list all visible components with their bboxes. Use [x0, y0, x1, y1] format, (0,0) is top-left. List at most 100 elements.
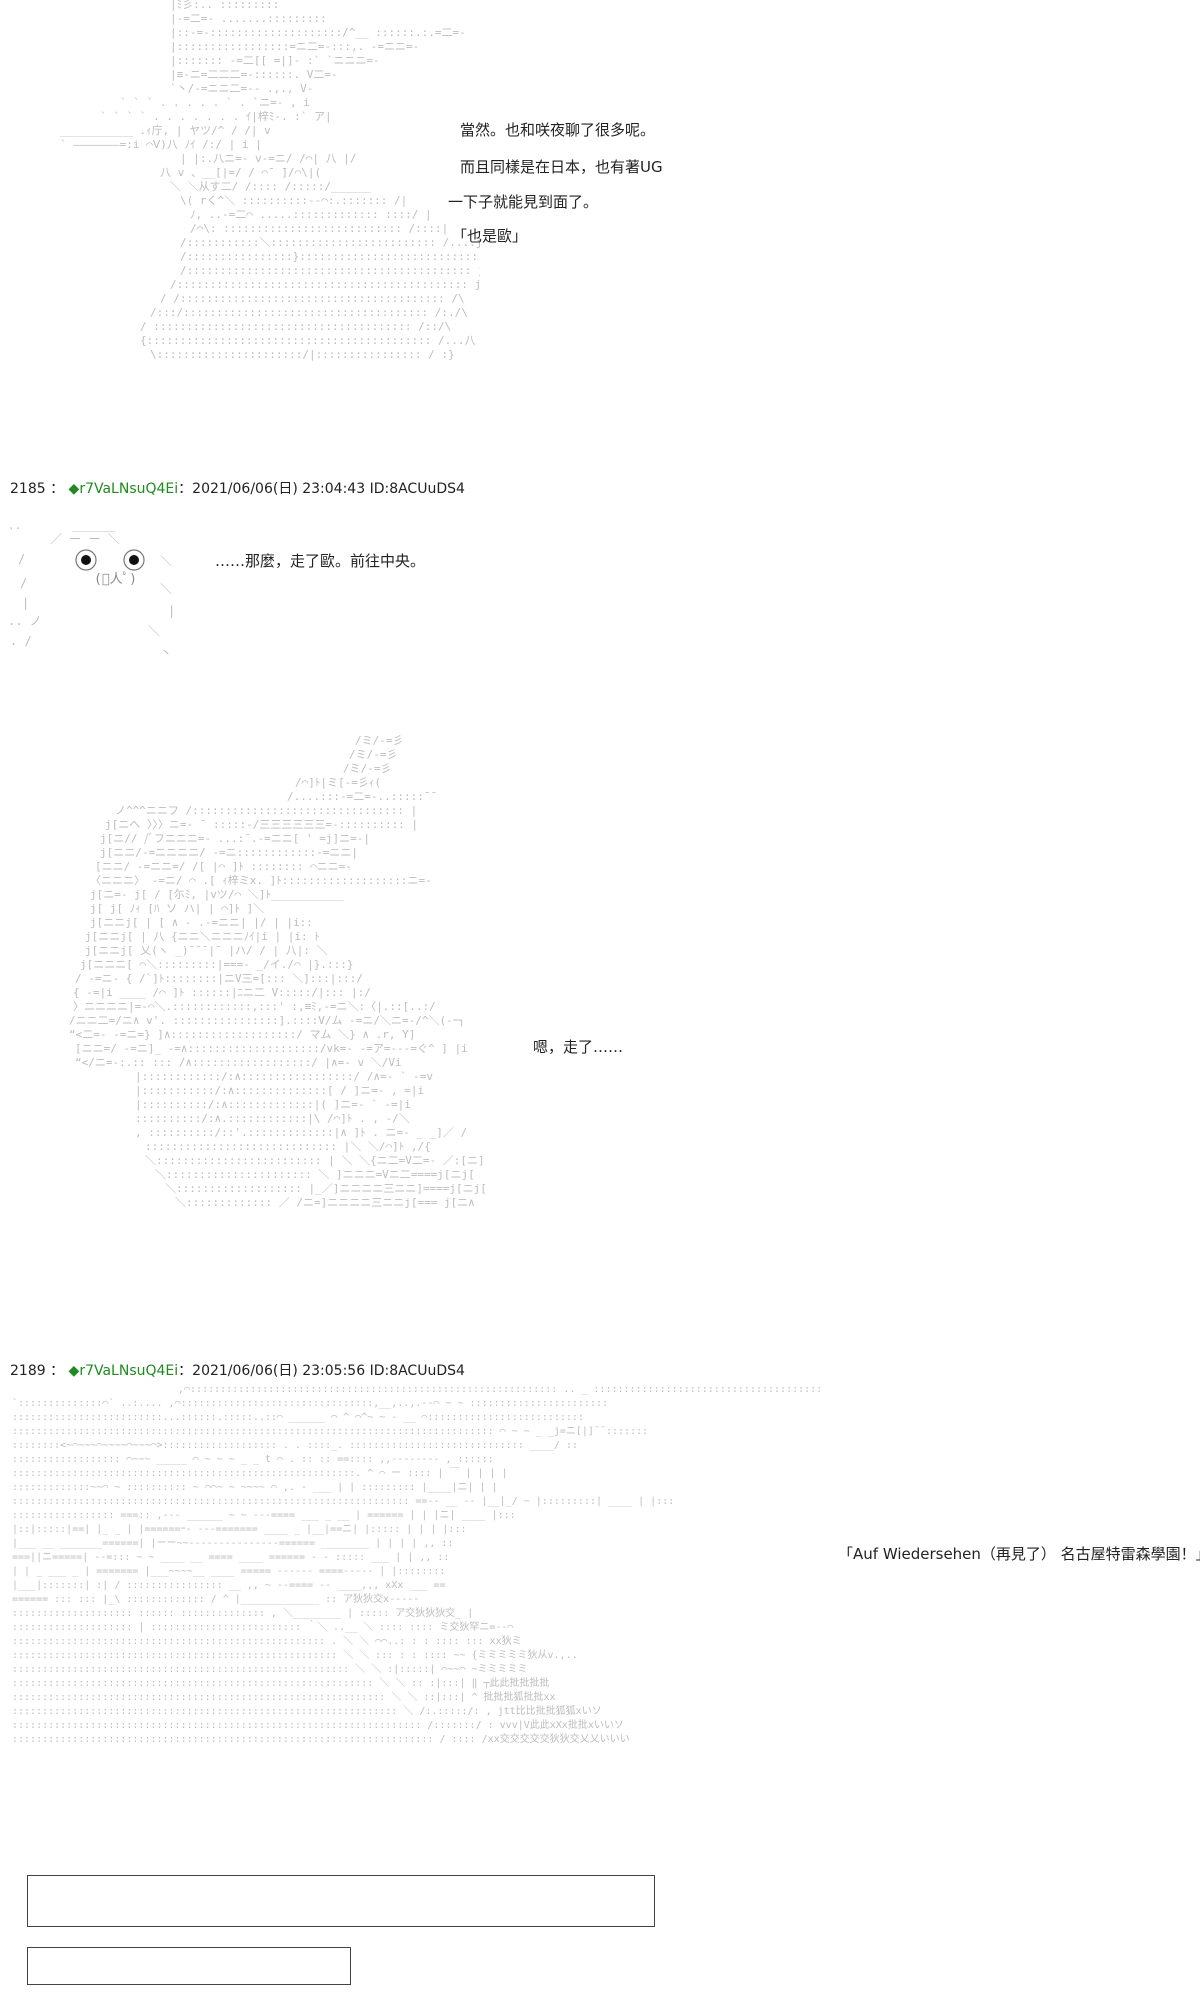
dialogue-line: 當然。也和咲夜聊了很多呢。 [460, 121, 656, 139]
svg-text:/:::::::::::::::::::::::::::::: /:::::::::::::::::::::::::::::::::::::::… [170, 278, 480, 291]
post-author[interactable]: r7VaLNsuQ4Ei [79, 1363, 179, 1379]
svg-text:|:::::::::::::::::=ニ二=-:::,. -: |:::::::::::::::::=ニ二=-:::,. -=ニニ=- [170, 40, 419, 53]
svg-text:／ ー ー ＼: ／ ー ー ＼ [50, 532, 120, 546]
svg-text:j[ニヘ 〉〉〉ニ=- ¯ :::::-/三三三三三三=-: j[ニヘ 〉〉〉ニ=- ¯ :::::-/三三三三三三=-:::::::::: … [105, 818, 418, 831]
svg-text:＼: ＼ [160, 554, 172, 568]
svg-text:|::::::::::::/:∧::::::::::::::: |::::::::::::/:∧:::::::::::::::::/ /∧=- … [135, 1070, 433, 1083]
svg-text:|: | [22, 596, 29, 610]
svg-text:::::::::::/:∧.::::::::::::|\: ::::::::::/:∧.::::::::::::|\ /⌒]ﾄ . , -/… [135, 1112, 410, 1125]
svg-text:(ﾟ人ﾟ): (ﾟ人ﾟ) [94, 572, 137, 587]
dialogue-line: 「也是歐」 [452, 227, 528, 245]
trip-diamond-icon: ◆ [68, 1363, 80, 1379]
svg-text:j[ニ=- j[ / [尓ﾐ, |vツ/⌒ ＼: j[ニ=- j[ / [尓ﾐ, |vツ/⌒ ＼]ﾄ___________ [90, 887, 344, 901]
svg-text:/ ::::::::::::::::::::::::::::: / ::::::::::::::::::::::::::::::::::::::… [140, 320, 451, 333]
post-datetime-id: ：2021/06/06(日) 23:05:56 ID:8ACUuDS4 [178, 1363, 465, 1379]
svg-text:/....:::-=二=-..:::::¯¯: /....:::-=二=-..:::::¯¯ [287, 790, 437, 803]
svg-text:/ミ/-=彡: /ミ/-=彡 [355, 734, 404, 747]
svg-text:::::::::::::::::::::::::::::::: ::::::::::::::::::::::::::::::::::::::::… [12, 1690, 556, 1703]
dialogue-line: ……那麼，走了歐。前往中央。 [215, 552, 426, 570]
svg-text:＼::::::::::::::::::: |_／]ニニニニ: ＼::::::::::::::::::: |_／]ニニニニ三ニニ]====j[ニ… [165, 1182, 487, 1195]
svg-text:＼:::::::::::::::::::::: ＼ ]ニ: ＼:::::::::::::::::::::: ＼ ]ニニニ=Vニ二====j[… [155, 1168, 475, 1181]
svg-text:/:::/:::::::::::::::::::::::::: /:::/:::::::::::::::::::::::::::::::::::… [150, 306, 468, 319]
svg-text:___________ .ｨ庁, | ヤツ/^ / /|: ___________ .ｨ庁, | ヤツ/^ / /| v [60, 123, 271, 137]
svg-text:| |:.八ニ=- v-=ニ/ /⌒| 八 |/: | |:.八ニ=- v-=ニ/ /⌒| 八 |/ [180, 152, 356, 165]
ascii-art-landscape: ,⌒::::::::::::::::::::::::::::::::::::::… [8, 1380, 823, 1820]
post-datetime-id: ：2021/06/06(日) 23:04:43 ID:8ACUuDS4 [178, 481, 465, 497]
svg-text:＼ ＼从す二/ /:::: /:::::/______: ＼ ＼从す二/ /:::: /:::::/______ [170, 180, 371, 193]
svg-text:/ミ/-=彡: /ミ/-=彡 [349, 748, 398, 761]
svg-text:::::::::::::::::::::::::::::::: ::::::::::::::::::::::::::::::::::::::::… [12, 1649, 578, 1661]
svg-text:/ミ/-=彡: /ミ/-=彡 [343, 762, 392, 775]
svg-text:|___|:::::::| :| / ::::::::: |___|:::::::| :| / :::::::::::::::: __ ,… [12, 1580, 445, 1591]
svg-text:::::::::::::::::::::::::::::::: ::::::::::::::::::::::::::::::::::::::::… [12, 1466, 508, 1479]
svg-text:|: | [168, 604, 175, 618]
svg-text:＼::::::::::::: ／ /ニ=]ニニニニ三ニニ: ＼::::::::::::: ／ /ニ=]ニニニニ三ニニj[=== j[ニ∧ [175, 1196, 475, 1209]
svg-text:______: ______ [72, 518, 116, 532]
dialogue-line: 而且同樣是在日本，也有著UG [460, 158, 663, 176]
post-separator: ： [50, 481, 65, 497]
post-author[interactable]: r7VaLNsuQ4Ei [79, 481, 179, 497]
svg-text:.. ノ: .. ノ [8, 614, 42, 628]
svg-text:/::::::::::::::::}::::::::::::: /::::::::::::::::}::::::::::::::::::::::… [180, 250, 480, 263]
svg-text::::::::::::::::::::::::::...::: :::::::::::::::::::::::::...::::::.:::::… [12, 1412, 584, 1423]
svg-text:::::::::::::::::::::::::::::::: ::::::::::::::::::::::::::::::::::::::::… [12, 1676, 550, 1689]
post-number: 2189 [10, 1363, 46, 1379]
svg-text:, ::::::::::/::'.:::::::::::::: , ::::::::::/::'.:::::::::::::|∧ ]ﾄ . ニ=… [135, 1126, 467, 1139]
svg-text:|-=二=- .......:::::::::: |-=二=- .......::::::::: [170, 12, 327, 25]
svg-text:|≡-ニ=二二二=-::::::. V二=-: |≡-ニ=二二二=-::::::. V二=- [170, 68, 338, 81]
svg-text:丶: 丶 [160, 646, 172, 660]
post-header-2189: 2189 ： ◆r7VaLNsuQ4Ei：2021/06/06(日) 23:05… [10, 1362, 465, 1380]
svg-text:|::::::: -=二[[ =|]- :` `ニニニ=-: |::::::: -=二[[ =|]- :` `ニニニ=- [170, 54, 380, 67]
svg-text:::::::::::::::::::::::::::::::: ::::::::::::::::::::::::::::::::::::::::… [12, 1426, 648, 1437]
svg-text:[ニニ/ -=ニニ=/ /[ |⌒ ]ﾄ :::::::: [ニニ/ -=ニニ=/ /[ |⌒ ]ﾄ :::::::: ⌒ニニ=- [95, 860, 352, 873]
svg-text:`::::::::::::::⌒` ..:.... ,⌒:: `::::::::::::::⌒` ..:.... ,⌒::::::::::::… [12, 1397, 608, 1409]
svg-text::::::::::::::~~⌒ ~ ::::::::::: :::::::::::::~~⌒ ~ :::::::::: ~ ⌒⌒~ ~ ~~… [12, 1482, 498, 1493]
svg-text:〈ニニニ〉 -=ニ/ ⌒ .[ ｨ梓ミx. ]ﾄ:::: 〈ニニニ〉 -=ニ/ ⌒ .[ ｨ梓ミx. ]ﾄ::::::::::::::::… [90, 873, 432, 887]
trip-diamond-icon: ◆ [68, 481, 80, 497]
svg-text:j[ニニj[ 乂(ヽ _)¯¯¯|¯ |ハ/ /: j[ニニj[ 乂(ヽ _)¯¯¯|¯ |ハ/ / | 八|: ＼ [85, 944, 328, 957]
svg-text:/⌒\: :::::::::::::::::::::::::: /⌒\: ::::::::::::::::::::::::::: /::::| [190, 222, 448, 235]
svg-text:\( rく^＼ ::::::::::-‐⌒:.::::::: \( rく^＼ ::::::::::-‐⌒:.::::::: /| [180, 194, 407, 207]
svg-text:〉ニニニニ|=-⌒＼.::::::::::::,:::': 〉ニニニニ|=-⌒＼.::::::::::::,:::' :,≡ﾐ,-=ニ＼:〈… [73, 1000, 436, 1013]
svg-text:/:::::::::::＼:::::::::::::::::: /:::::::::::＼::::::::::::::::::::::::: /… [180, 236, 480, 249]
ascii-art-two-characters: /ミ/-=彡 /ミ/-=彡 /ミ/-=彡 /⌒]ﾄ|ミ[-=彡ｨ( /....:… [55, 730, 565, 1345]
svg-text:|::-=-::::::::::::::::::::/^__: |::-=-::::::::::::::::::::/^__ ::::::.:.… [170, 26, 466, 39]
blank-panel-box [27, 1875, 655, 1927]
svg-text:j[ニ// /ﾞフニニニ=- ...:¯.-=ニニ[ ': j[ニ// /ﾞフニニニ=- ...:¯.-=ニニ[ ' =j]ニ=-| [100, 832, 370, 845]
svg-text:/ -=ニ- { /`]ﾄ::::::::|ニ: / -=ニ- { /`]ﾄ::::::::|ニV三=[::: ＼]:::|:::… [75, 972, 363, 985]
svg-text:{ -=|i ____ /⌒ ]ﾄ ::::::: { -=|i ____ /⌒ ]ﾄ ::::::|ﾆニ二 V:::::/|:::… [73, 986, 371, 999]
svg-text:j[ニニj[ | [ ∧ - .-=ニニ| |: j[ニニj[ | [ ∧ - .-=ニニ| |/ | |i:: [90, 916, 313, 929]
svg-text:ﾉ, ..-=二⌒ .....::::::::::::: :: ﾉ, ..-=二⌒ .....::::::::::::: ::::/ | [190, 208, 432, 221]
dialogue-line: 「Auf Wiedersehen（再見了） 名古屋特雷森學園！」 [838, 1545, 1200, 1563]
svg-text:::::::::::::::::::::::::::::::: ::::::::::::::::::::::::::::::::::::::::… [12, 1635, 522, 1647]
svg-text:::::::::<~⌒~~~⌒~~~~⌒~~~⌒>:::::: ::::::::<~⌒~~~⌒~~~~⌒~~~⌒>:::::::::::::::… [12, 1440, 578, 1451]
svg-text:` ` ` ` . . . . . . . ｲ|梓ﾐ-.: ` ` ` ` . . . . . . . ｲ|梓ﾐ-. :` ア| [100, 109, 332, 123]
svg-text::::::::::::::::::::: ::::::: :::::::::::::::::::: :::::: ::::::::::::… [12, 1606, 473, 1619]
svg-text:/: / [20, 576, 27, 590]
svg-text:..: .. [8, 519, 21, 532]
svg-text:::::::::::::::::::::::::::::::: ::::::::::::::::::::::::::::::::::::::::… [12, 1663, 528, 1675]
svg-text:|::|:::::|==| |_ _ | |====: |::|:::::|==| |_ _ | |======ｰ- ---======… [12, 1524, 467, 1535]
blank-panel-box [27, 1947, 351, 1985]
svg-text:===||ニ=====| --=::: ~ ~ ____: ===||ニ=====| --=::: ~ ~ ____ __ ==== ___… [12, 1552, 449, 1563]
ascii-art-creature: .. ______ ／ ー ー ＼ / ＼ (ﾟ人ﾟ) / ＼ | | .. ノ… [0, 515, 200, 665]
svg-text:{:::::::::::::::::::::::::::::: {:::::::::::::::::::::::::::::::::::::::… [140, 334, 476, 347]
ascii-art-lines: /ミ/-=彡 /ミ/-=彡 /ミ/-=彡 /⌒]ﾄ|ミ[-=彡ｨ( /....:… [69, 734, 487, 1209]
dialogue-line: 一下子就能見到面了。 [448, 193, 599, 211]
svg-text:` ` ` . . . . . ` . `ニ=- ,: ` ` ` . . . . . ` . `ニ=- , i [120, 96, 310, 109]
svg-text:` ―――――――=:i ⌒Ⅴ)八 ﾉｲ /:/ |: ` ―――――――=:i ⌒Ⅴ)八 ﾉｲ /:/ | i | [60, 138, 262, 151]
svg-text:::::::::::::::::::::::::::::::: ::::::::::::::::::::::::::::::::::::::::… [12, 1704, 602, 1717]
svg-text:|::::::::::/:∧:::::::::::::|(: |::::::::::/:∧:::::::::::::|( ]ニ=- ` -=|… [135, 1098, 411, 1111]
svg-text:::::::::::::::::::::::::::::::: ::::::::::::::::::::::::::::::::::::::::… [12, 1732, 630, 1745]
dialogue-line: 嗯，走了…… [533, 1038, 624, 1056]
post-separator: ： [50, 1363, 65, 1379]
svg-text:::::::::::::::::::::::::::::::: ::::::::::::::::::::::::::::::::::::::::… [12, 1496, 674, 1507]
svg-text:/ /:::::::::::::::::::::::::::: / /:::::::::::::::::::::::::::::::::::::… [160, 292, 465, 305]
svg-text:“<二=- -=ニ=} ]∧:::::::::::::: “<二=- -=ニ=} ]∧:::::::::::::::::::/ マム ＼}… [69, 1028, 415, 1041]
svg-text:＼::::::::::::::::::::::::: |: ＼::::::::::::::::::::::::: | ＼ ＼{ニ二=V二=-… [145, 1154, 485, 1167]
ascii-art-lines: .. ______ ／ ー ー ＼ / ＼ (ﾟ人ﾟ) / ＼ | | .. ノ… [8, 518, 175, 660]
svg-text:＼: ＼ [160, 582, 172, 596]
post-header-2185: 2185 ： ◆r7VaLNsuQ4Ei：2021/06/06(日) 23:04… [10, 480, 465, 498]
svg-text:::::::::::::::::::::::::::::::: ::::::::::::::::::::::::::::::::::::::::… [12, 1718, 624, 1731]
svg-text:“</ニ=-:.:: ::: /∧:::::::::::::: “</ニ=-:.:: ::: /∧::::::::::::::::::/ |∧=… [75, 1056, 402, 1069]
